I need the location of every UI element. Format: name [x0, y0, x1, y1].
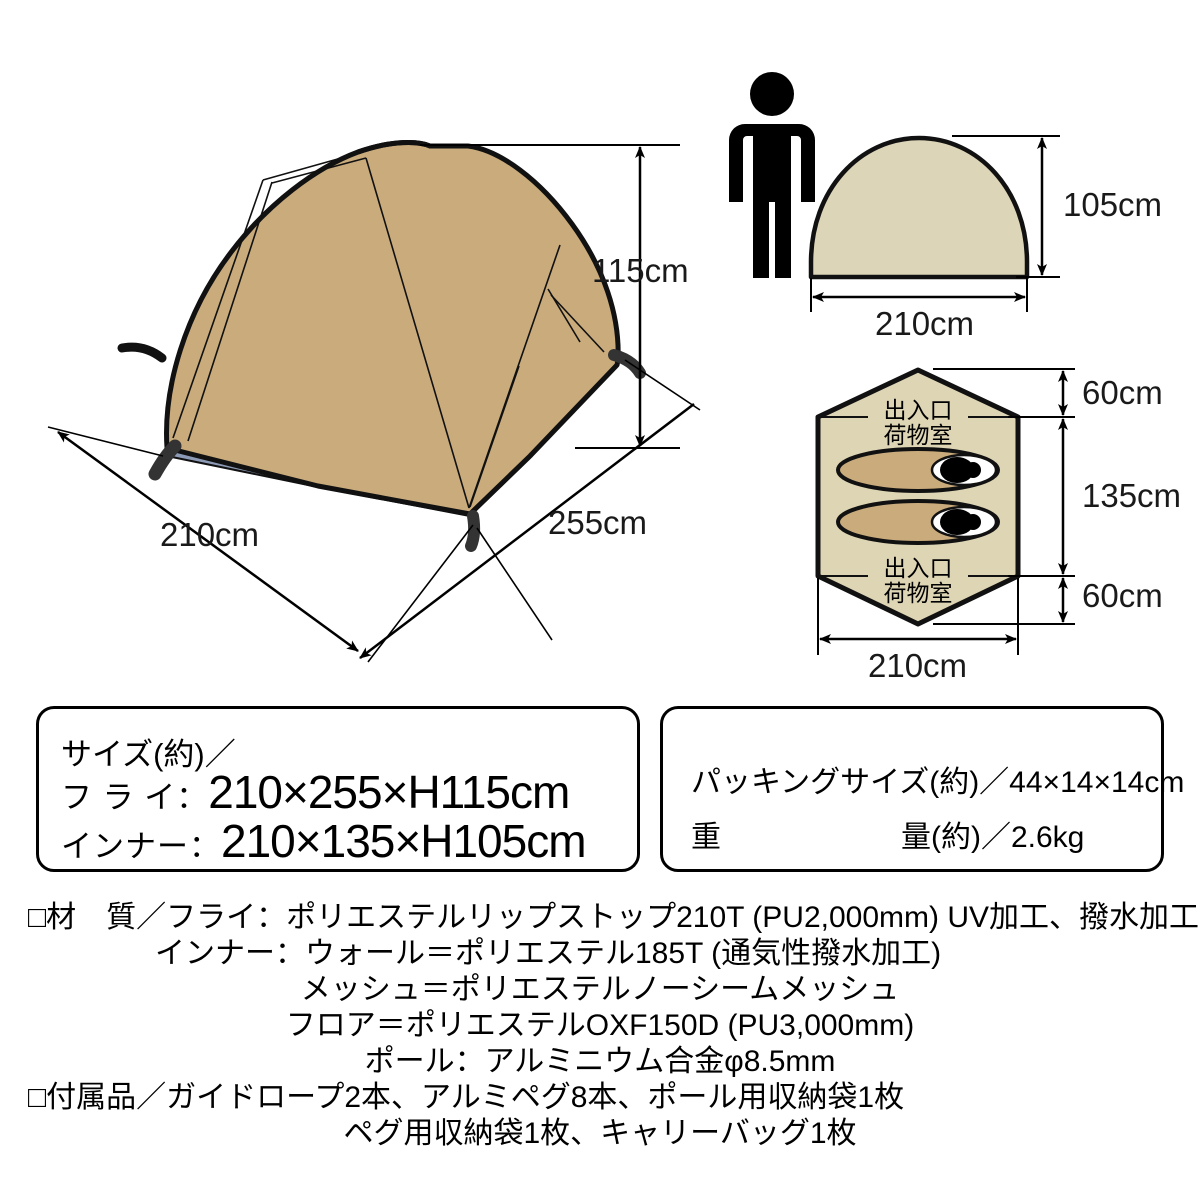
tent-seam-left-pole-b	[187, 181, 273, 442]
tent-fly-body	[164, 139, 621, 517]
dim-label-inner-width: 210cm	[875, 305, 975, 342]
spec-line-material: □材 質／フライ：ポリエステルリップストップ210T (PU2,000mm) U…	[28, 901, 1200, 934]
size-row-fly-value: 210×255×H115cm	[208, 766, 570, 818]
dim-label-fly-height: 115cm	[592, 252, 689, 289]
specification-text-block: □材 質／フライ：ポリエステルリップストップ210T (PU2,000mm) U…	[0, 900, 1200, 1152]
dim-label-vestibule-top: 60cm	[1082, 374, 1163, 411]
dim-guide-255-a	[624, 359, 701, 411]
person-head-lower	[940, 509, 974, 535]
tent-seam-right-c	[469, 365, 520, 508]
tent-seam-left-pole-a	[172, 179, 264, 439]
person-head-upper	[940, 457, 974, 483]
size-row-fly: フ ラ イ： 210×255×H115cm	[61, 766, 570, 818]
dim-arrow-210	[57, 430, 359, 653]
dim-label-inner-height: 105cm	[1063, 186, 1163, 223]
dim-label-fly-depth: 255cm	[548, 504, 648, 541]
spec-line-pole: ポール：アルミニウム合金φ8.5mm	[364, 1045, 836, 1078]
spec-line-mesh: メッシュ＝ポリエステルノーシームメッシュ	[300, 973, 900, 1006]
spec-line-floor: フロア＝ポリエステルOXF150D (PU3,000mm)	[285, 1009, 915, 1042]
tent-seam-main-diagonal	[365, 157, 470, 509]
size-row-inner-label: インナー：	[61, 829, 221, 864]
packing-info-box: パッキングサイズ(約)／44×14×14cm 重 量(約)／2.6kg	[660, 706, 1184, 872]
tent-seam-apex-center	[271, 157, 367, 184]
weight-line: 重 量(約)／2.6kg	[691, 821, 1085, 854]
dim-label-inner-depth: 135cm	[1082, 477, 1182, 514]
person-standing-icon	[729, 72, 815, 278]
dim-label-plan-width: 210cm	[868, 647, 968, 684]
tent-floor-plan-group	[815, 367, 1075, 655]
size-row-inner: インナー： 210×135×H105cm	[61, 815, 587, 867]
spec-line-accessories-2: ペグ用収納袋1枚、キャリーバッグ1枚	[343, 1117, 857, 1150]
tent-dome-profile	[808, 135, 1030, 280]
spec-line-accessories: □付属品／ガイドロープ2本、アルミペグ8本、ポール用収納袋1枚	[28, 1081, 905, 1114]
tent-stake-loop-bottom-left	[148, 439, 182, 481]
person-face-upper	[965, 462, 981, 478]
tent-perspective-group	[47, 139, 701, 663]
size-info-box: サイズ(約)／ フ ラ イ： 210×255×H115cm インナー： 210×…	[36, 706, 640, 872]
spec-line-inner-wall: インナー：ウォール＝ポリエステル185T (通気性撥水加工)	[155, 937, 942, 970]
dim-guide-210-a	[47, 426, 164, 457]
packing-size-line: パッキングサイズ(約)／44×14×14cm	[691, 766, 1185, 799]
floor-plan-label-bottom-entrance: 出入口	[883, 555, 953, 581]
tent-seam-apex-left	[262, 154, 353, 181]
size-row-inner-value: 210×135×H105cm	[221, 815, 587, 867]
floor-plan-label-top-storage: 荷物室	[883, 422, 953, 448]
floor-plan-label-top-entrance: 出入口	[883, 397, 953, 423]
size-heading: サイズ(約)／	[61, 737, 236, 772]
dim-label-fly-width: 210cm	[160, 516, 260, 553]
dim-arrow-255	[359, 403, 695, 659]
tent-stake-loop-left	[117, 342, 167, 363]
size-row-fly-label: フ ラ イ：	[61, 780, 209, 815]
dim-label-vestibule-bottom: 60cm	[1082, 577, 1163, 614]
person-face-lower	[965, 514, 981, 530]
tent-side-profile-group	[808, 135, 1060, 312]
floor-plan-label-bottom-storage: 荷物室	[883, 580, 953, 606]
dim-guide-255-b	[476, 527, 553, 641]
tent-seam-right-b	[550, 294, 605, 353]
tent-stake-loop-front	[465, 510, 481, 552]
